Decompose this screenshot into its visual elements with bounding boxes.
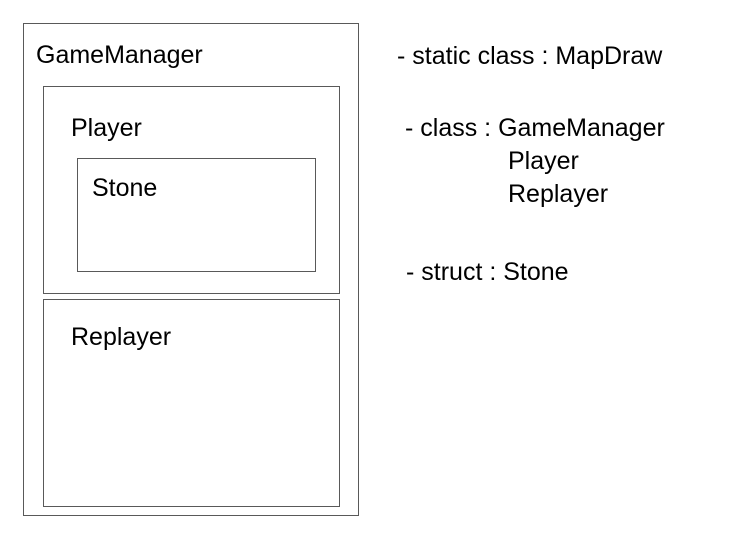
replayer-box	[43, 299, 340, 507]
note-class: - class : GameManager	[405, 114, 665, 142]
note-struct: - struct : Stone	[406, 258, 569, 286]
note-static-class: - static class : MapDraw	[397, 42, 663, 70]
note-class-item-replayer: Replayer	[508, 180, 609, 208]
gamemanager-label: GameManager	[36, 41, 203, 69]
player-label: Player	[71, 114, 142, 142]
replayer-label: Replayer	[71, 323, 172, 351]
stone-label: Stone	[92, 174, 158, 202]
note-class-item-player: Player	[508, 147, 579, 175]
stone-box	[77, 158, 316, 272]
